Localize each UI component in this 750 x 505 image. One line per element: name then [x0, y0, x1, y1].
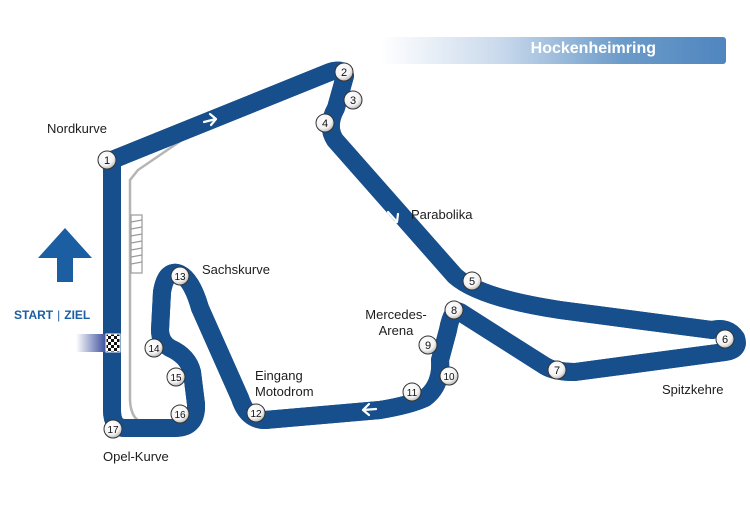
svg-text:4: 4 [322, 118, 328, 130]
label-mercedes-arena-line1: Mercedes- [365, 307, 427, 322]
svg-text:17: 17 [107, 425, 119, 436]
label-spitzkehre: Spitzkehre [662, 382, 724, 397]
race-track-surface [112, 71, 737, 428]
svg-text:9: 9 [425, 340, 431, 352]
turn-marker: 14 [144, 338, 164, 358]
turn-marker: 6 [715, 329, 735, 349]
old-track-grid [130, 214, 143, 274]
start-line-fade [76, 334, 106, 352]
svg-text:12: 12 [250, 409, 262, 420]
turn-marker: 16 [170, 404, 190, 424]
svg-text:6: 6 [722, 334, 728, 346]
turn-marker: 12 [246, 403, 266, 423]
turn-marker: 1 [97, 150, 117, 170]
svg-text:13: 13 [174, 272, 186, 283]
svg-text:11: 11 [407, 388, 418, 399]
svg-text:10: 10 [443, 372, 455, 383]
turn-marker: 5 [462, 271, 482, 291]
ziel-label: ZIEL [64, 308, 91, 322]
start-finish-label: START|ZIEL [14, 308, 90, 322]
turn-marker: 9 [418, 335, 438, 355]
svg-text:16: 16 [174, 410, 186, 421]
svg-text:5: 5 [469, 276, 475, 288]
svg-text:8: 8 [451, 305, 457, 317]
turn-marker: 13 [170, 266, 190, 286]
turn-marker: 2 [334, 62, 354, 82]
svg-text:3: 3 [350, 95, 356, 107]
direction-arrow-icon [202, 112, 218, 127]
page-title: Hockenheimring [530, 40, 656, 57]
svg-text:2: 2 [341, 67, 347, 79]
label-eingang-line1: Eingang [255, 368, 303, 383]
direction-arrow-icon [361, 402, 378, 417]
label-mercedes-arena-line2: Arena [378, 323, 414, 338]
direction-arrow-icon [386, 210, 400, 225]
checkered-flag-icon [105, 333, 121, 353]
turn-markers: 1 2 3 4 5 6 7 8 9 10 11 12 13 14 15 16 1… [97, 62, 735, 439]
svg-text:15: 15 [170, 373, 182, 384]
label-eingang-motodrom: Eingang Motodrom [255, 368, 314, 400]
svg-text:14: 14 [148, 344, 160, 355]
up-arrow-icon [38, 228, 92, 282]
turn-marker: 10 [439, 366, 459, 386]
label-opel-kurve: Opel-Kurve [103, 449, 169, 464]
label-nordkurve: Nordkurve [47, 121, 107, 136]
turn-marker: 15 [166, 367, 186, 387]
turn-marker: 4 [315, 113, 335, 133]
turn-marker: 17 [103, 419, 123, 439]
start-ziel-separator: | [57, 308, 61, 322]
turn-marker: 11 [402, 382, 422, 402]
turn-marker: 7 [547, 360, 567, 380]
label-sachskurve: Sachskurve [202, 262, 270, 277]
turn-marker: 3 [343, 90, 363, 110]
turn-marker: 8 [444, 300, 464, 320]
label-eingang-line2: Motodrom [255, 384, 314, 399]
svg-text:1: 1 [104, 155, 110, 167]
label-parabolika: Parabolika [411, 207, 473, 222]
svg-text:7: 7 [554, 365, 560, 377]
label-mercedes-arena: Mercedes- Arena [358, 307, 434, 339]
start-label: START [14, 308, 54, 322]
title-bar: Hockenheimring [380, 37, 726, 64]
